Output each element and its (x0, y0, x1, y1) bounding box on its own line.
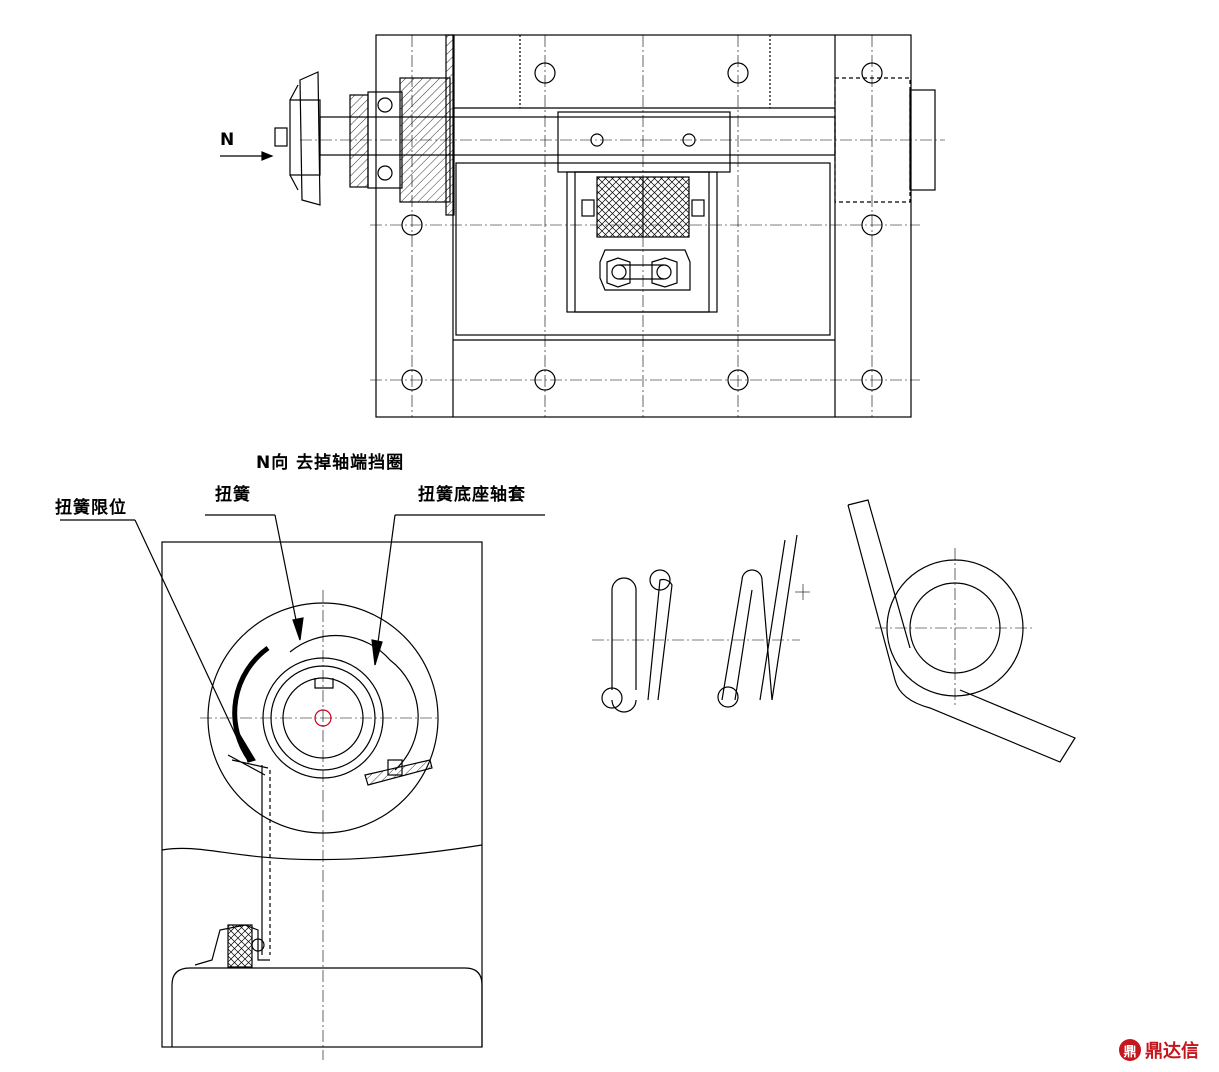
brand-logo (1119, 1039, 1141, 1061)
spring-side-views (592, 499, 1076, 763)
brand-name: 鼎达信 (1145, 1040, 1199, 1062)
spring-view-1 (592, 569, 800, 713)
callout-spring-limit: 扭簧限位 (55, 497, 127, 518)
callout-torsion-spring: 扭簧 (215, 484, 251, 505)
top-assembly-view (220, 34, 945, 418)
spring-view-3 (847, 499, 1076, 763)
section-caption: N向 去掉轴端挡圈 (256, 452, 404, 473)
spring-view-2 (717, 534, 810, 708)
bracket-plate (161, 541, 483, 1048)
brand-logo-glyph: 鼎 (1123, 1045, 1136, 1060)
base-frame (375, 34, 912, 418)
brand-watermark: 鼎 鼎达信 (1119, 1039, 1199, 1062)
callout-spring-base-sleeve: 扭簧底座轴套 (418, 484, 526, 505)
torsion-spring-arc (289, 634, 419, 771)
main-shaft (319, 116, 836, 156)
section-view-n (60, 514, 545, 1060)
direction-label: N (220, 130, 235, 150)
